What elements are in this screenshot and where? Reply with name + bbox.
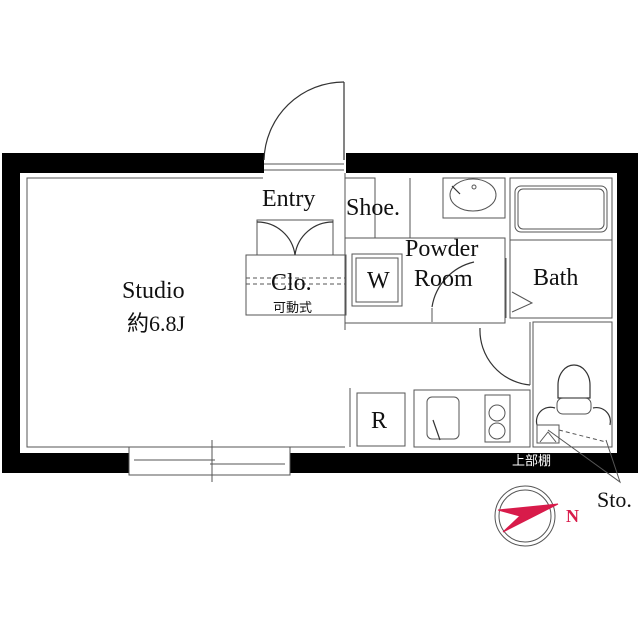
studio-label: Studio: [122, 278, 185, 304]
shoe-label: Shoe.: [346, 195, 400, 221]
storage-box: [536, 424, 560, 444]
kitchen: [349, 388, 531, 448]
closet-label: Clo.: [271, 270, 312, 296]
bathroom: [505, 177, 613, 319]
refrigerator-space: [356, 392, 406, 447]
exterior-walls: [2, 153, 638, 473]
powder-room: [344, 177, 506, 324]
compass-north-label: N: [566, 506, 579, 526]
compass-icon: [494, 485, 559, 547]
powder-room-label-line2: Room: [414, 266, 473, 292]
sink: [426, 396, 460, 440]
storage-leader: [547, 429, 621, 484]
entry-door: [263, 81, 345, 171]
stove: [484, 394, 511, 443]
bath-label: Bath: [533, 265, 578, 291]
studio-size: 約6.8J: [127, 311, 186, 336]
storage-label: Sto.: [597, 487, 632, 512]
window: [128, 440, 291, 482]
studio-outline: [26, 177, 345, 448]
entry-label: Entry: [262, 186, 315, 212]
closet-note: 可動式: [273, 300, 312, 315]
refrigerator-label: R: [371, 408, 387, 434]
washer-label: W: [367, 268, 390, 294]
toilet-room: [479, 321, 613, 448]
powder-room-label-line1: Powder: [405, 236, 478, 262]
upper-shelf-label: 上部棚: [512, 453, 551, 468]
